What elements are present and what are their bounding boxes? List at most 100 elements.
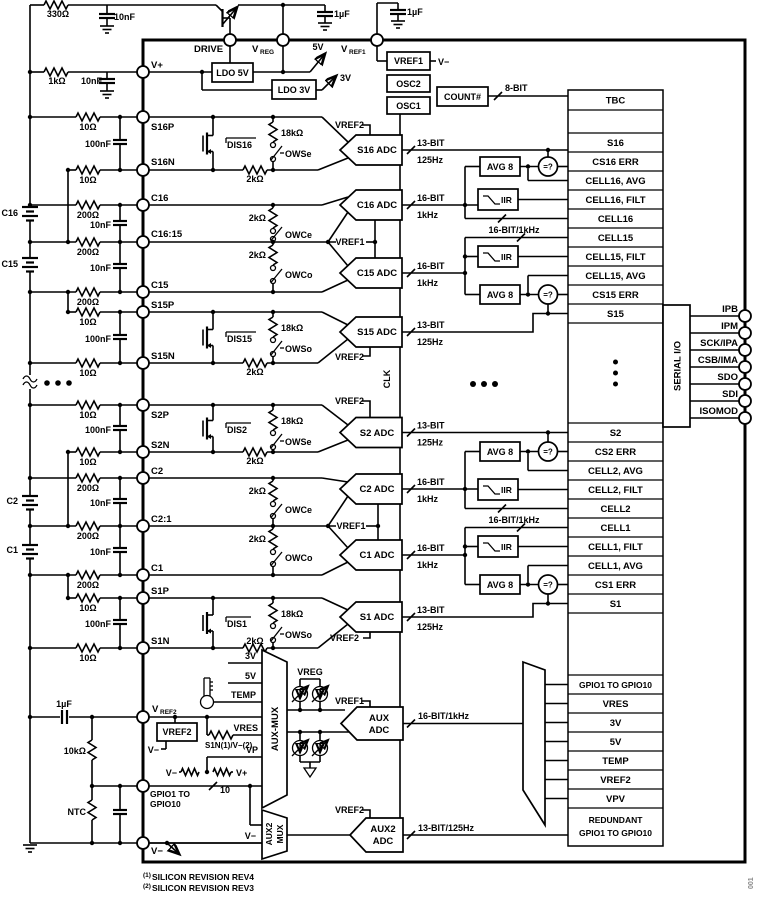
vref-label: VREF2	[335, 352, 364, 362]
footnotes: (1) SILICON REVISION REV4 (2) SILICON RE…	[143, 872, 755, 893]
table-row: S16	[607, 138, 624, 149]
register-map-table: TBC S16 CS16 ERR CELL16, AVG CELL16, FIL…	[567, 89, 664, 847]
aux2-mux-label-2: MUX	[275, 824, 285, 843]
aux-3v-label: 3V	[245, 651, 256, 661]
adc-c16: C16 ADC	[357, 200, 397, 211]
c-label: 100nF	[85, 619, 112, 629]
out-3v-label: 3V	[340, 73, 351, 83]
r-label: 200Ω	[77, 580, 99, 590]
vref-label: VREF2	[335, 120, 364, 130]
c-label: 100nF	[85, 139, 112, 149]
rate-label: 125Hz	[417, 438, 444, 448]
vp-vplus-label: V+	[236, 768, 247, 778]
r-label: 10Ω	[79, 410, 96, 420]
table-row: CS16 ERR	[592, 157, 639, 168]
table-row: VREF2	[600, 775, 631, 786]
r2k-label: 2kΩ	[246, 367, 263, 377]
mid-rate-label: 16-BIT/1kHz	[488, 225, 540, 235]
pin-c15: C15	[151, 280, 169, 291]
out-3v-arrow	[321, 77, 335, 91]
adc-c1: C1 ADC	[359, 550, 394, 561]
compare-icon: =?	[543, 581, 553, 590]
avg8-box: AVG 8	[487, 162, 513, 172]
footnote-2: SILICON REVISION REV3	[152, 883, 254, 893]
pin-s2n: S2N	[151, 440, 170, 451]
r-label: 10Ω	[79, 457, 96, 467]
vreg-pin-sub: REG	[260, 49, 274, 56]
osc2-box: OSC2	[396, 79, 421, 89]
battery-c15-label: C15	[1, 259, 18, 269]
figure-number: 001	[748, 877, 755, 889]
ldo5-box: LDO 5V	[216, 68, 249, 78]
top-external-circuit: 330Ω 10nF 1µF 1µF 1kΩ 10nF LDO 5V LDO 3V…	[27, 0, 423, 100]
adc-s2: S2 ADC	[360, 428, 395, 439]
table-row: VRES	[603, 699, 629, 710]
table-row: CELL15, AVG	[585, 271, 645, 282]
thermometer-icon	[199, 677, 215, 710]
pin-vref2: V	[152, 704, 159, 715]
battery-stack-rail: C16 C15 C2 C1	[1, 5, 72, 853]
pin-ipm: IPM	[721, 321, 738, 332]
battery-c16-icon	[22, 205, 38, 222]
r-label: 200Ω	[77, 210, 99, 220]
out-5v-label: 5V	[312, 42, 323, 52]
iir-box: IIR	[501, 252, 512, 262]
rate-label: 16-BIT	[417, 543, 445, 553]
vreg-pin-label: V	[252, 44, 259, 55]
rate-label: 13-BIT	[417, 320, 445, 330]
dis16-label: DIS16	[227, 140, 252, 150]
gpio-width-label: 10	[220, 785, 230, 795]
pin-s1n: S1N	[151, 636, 170, 647]
footnote-1-sup: (1)	[143, 872, 151, 879]
count-box: COUNT#	[444, 92, 481, 102]
r-label: 10Ω	[79, 122, 96, 132]
table-row: VPV	[606, 794, 626, 805]
owce-label: OWCe	[285, 230, 312, 240]
aux-temp-label: TEMP	[231, 690, 256, 700]
r-label: 10Ω	[79, 653, 96, 663]
rate-label: 1kHz	[417, 278, 439, 288]
current-source-icon	[311, 687, 328, 703]
rate-label: 13-BIT	[417, 138, 445, 148]
vref-label: VREF1	[336, 521, 365, 531]
iir-box: IIR	[501, 195, 512, 205]
gpio-pin-label-2: GPIO10	[150, 799, 181, 809]
r-label: 200Ω	[77, 483, 99, 493]
table-row: REDUNDANT	[589, 815, 644, 825]
table-row: CS1 ERR	[595, 580, 636, 591]
avg8-box: AVG 8	[487, 447, 513, 457]
r2k-label: 2kΩ	[249, 486, 266, 496]
owse-label: OWSe	[285, 149, 312, 159]
npn-transistor-icon	[215, 4, 236, 27]
pin-s15n: S15N	[151, 351, 175, 362]
s1n-note-label: S1N(1)/V−(2)	[205, 741, 253, 750]
resistor-10k-label: 10kΩ	[64, 746, 86, 756]
compare-icon: =?	[543, 291, 553, 300]
table-row: GPIO1 TO GPIO10	[579, 680, 652, 690]
owso-label: OWSo	[285, 344, 312, 354]
r2k-label: 2kΩ	[249, 534, 266, 544]
adc-s16: S16 ADC	[357, 145, 397, 156]
junction-dots	[27, 114, 331, 846]
pin-s15p: S15P	[151, 300, 175, 311]
owco-label: OWCo	[285, 553, 313, 563]
avg8-box: AVG 8	[487, 580, 513, 590]
table-row: TEMP	[602, 756, 629, 767]
r-label: 10Ω	[79, 603, 96, 613]
c-label: 10nF	[90, 498, 112, 508]
resistor-1k-label: 1kΩ	[48, 76, 65, 86]
battery-c2-icon	[22, 494, 38, 511]
r2k-label: 2kΩ	[246, 174, 263, 184]
cs-vreg-label: VREG	[297, 667, 323, 677]
vminus-triangle-icon	[302, 767, 318, 779]
table-row: CELL1	[600, 523, 631, 534]
mid-rate-label: 16-BIT/1kHz	[488, 515, 540, 525]
rate-label: 16-BIT	[417, 261, 445, 271]
c-label: 100nF	[85, 334, 112, 344]
vref1-pin-label: V	[341, 44, 348, 55]
table-row: CS2 ERR	[595, 447, 636, 458]
vref2-vminus-label: V−	[148, 745, 159, 755]
chip-pins: S16P S16N C16 C16:15 C15 S15P S15N S2P S…	[136, 33, 384, 857]
footnote-1: SILICON REVISION REV4	[152, 872, 254, 882]
